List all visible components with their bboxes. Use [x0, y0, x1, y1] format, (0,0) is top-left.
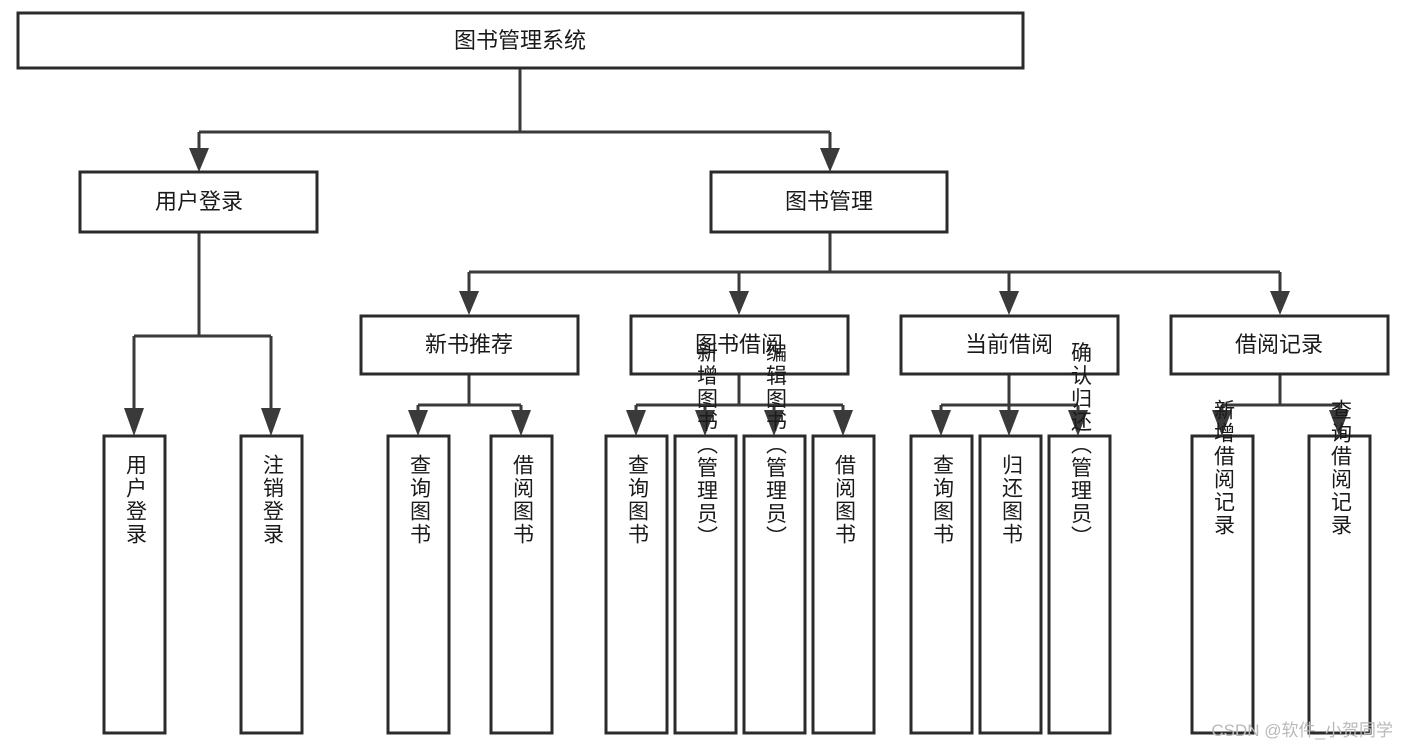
node-current-borrow-box[interactable]: [899, 314, 1120, 376]
connector-group-record: [1212, 374, 1349, 436]
watermark-text: CSDN @软件_小贺同学: [1211, 721, 1393, 740]
node-leaf-query-book-borrow-label: 查询图书: [626, 454, 650, 546]
arrow-icon-borrow-l1: [626, 410, 646, 436]
node-leaf-borrow-book-newbook-box[interactable]: [489, 434, 554, 735]
node-new-book-recommend[interactable]: 新书推荐: [359, 314, 580, 376]
node-leaf-borrow-book-borrow-label: 借阅图书: [833, 454, 857, 546]
node-root-system-box[interactable]: [16, 11, 1025, 70]
node-user-login-label: 用户登录: [155, 189, 243, 214]
arrow-icon-borrow-l2: [695, 410, 715, 436]
arrow-icon-login-l2: [261, 408, 281, 436]
node-leaf-query-borrow-record-box[interactable]: [1307, 434, 1372, 735]
arrow-icon-current-l1: [931, 410, 951, 436]
arrow-icon-newbook-l1: [408, 410, 428, 436]
node-user-login[interactable]: 用户登录: [78, 170, 319, 234]
arrow-icon-record-l1: [1212, 410, 1232, 436]
node-leaf-user-login-box[interactable]: [102, 434, 167, 735]
connector-group-bookmgmt: [459, 232, 1290, 315]
node-leaf-edit-book-admin-box[interactable]: [742, 434, 807, 735]
node-user-login-box[interactable]: [78, 170, 319, 234]
node-leaf-edit-book-admin[interactable]: 编辑图书（管理员）: [742, 342, 807, 735]
node-book-management-label: 图书管理: [785, 189, 873, 214]
connector-group-newbook: [408, 374, 531, 436]
arrow-icon-record-l2: [1329, 410, 1349, 436]
arrow-icon-borrow-l4: [833, 410, 853, 436]
connector-group-root: [189, 68, 840, 172]
node-new-book-recommend-box[interactable]: [359, 314, 580, 376]
node-borrow-record-box[interactable]: [1169, 314, 1390, 376]
node-leaf-borrow-book-newbook[interactable]: 借阅图书: [489, 434, 554, 735]
node-leaf-query-book-newbook[interactable]: 查询图书: [386, 434, 451, 735]
node-leaf-logout-label: 注销登录: [261, 454, 285, 546]
arrow-icon-bookmgmt-c4: [1270, 291, 1290, 315]
arrow-icon-newbook-l2: [511, 410, 531, 436]
node-new-book-recommend-label: 新书推荐: [425, 332, 513, 357]
node-leaf-query-borrow-record[interactable]: 查询借阅记录: [1307, 399, 1372, 735]
node-leaf-add-book-admin-box[interactable]: [673, 434, 738, 735]
node-leaf-query-book-current-label: 查询图书: [931, 454, 955, 546]
node-leaf-add-borrow-record-label: 新增借阅记录: [1212, 399, 1236, 537]
arrow-icon-current-l2: [999, 410, 1019, 436]
arrow-icon-bookmgmt-c2: [729, 291, 749, 315]
node-current-borrow[interactable]: 当前借阅: [899, 314, 1120, 376]
node-borrow-record[interactable]: 借阅记录: [1169, 314, 1390, 376]
node-book-management[interactable]: 图书管理: [709, 170, 949, 234]
arrow-icon-bookmgmt-c1: [459, 291, 479, 315]
arrow-icon-root-to-bookmgmt: [820, 148, 840, 172]
arrow-icon-borrow-l3: [764, 410, 784, 436]
arrow-icon-root-to-login: [189, 148, 209, 172]
node-leaf-logout[interactable]: 注销登录: [239, 434, 304, 735]
node-leaf-confirm-return-admin[interactable]: 确认归还（管理员）: [1047, 342, 1112, 735]
node-leaf-query-book-current-box[interactable]: [909, 434, 974, 735]
node-leaf-return-book-box[interactable]: [978, 434, 1043, 735]
node-leaf-query-book-newbook-box[interactable]: [386, 434, 451, 735]
node-leaf-query-book-newbook-label: 查询图书: [408, 454, 432, 546]
node-leaf-return-book-label: 归还图书: [1000, 454, 1024, 546]
node-current-borrow-label: 当前借阅: [965, 332, 1053, 357]
node-leaf-add-borrow-record-box[interactable]: [1190, 434, 1255, 735]
node-leaf-confirm-return-admin-box[interactable]: [1047, 434, 1112, 735]
arrow-icon-login-l1: [124, 408, 144, 436]
node-leaf-logout-box[interactable]: [239, 434, 304, 735]
node-book-management-box[interactable]: [709, 170, 949, 234]
node-leaf-borrow-book-borrow[interactable]: 借阅图书: [811, 434, 876, 735]
node-leaf-query-book-borrow[interactable]: 查询图书: [604, 434, 669, 735]
connector-group-borrow: [626, 374, 853, 436]
node-leaf-add-book-admin-label: 新增图书（管理员）: [695, 342, 719, 549]
node-leaf-query-book-borrow-box[interactable]: [604, 434, 669, 735]
node-leaf-borrow-book-borrow-box[interactable]: [811, 434, 876, 735]
node-book-borrow-box[interactable]: [629, 314, 850, 376]
node-leaf-user-login[interactable]: 用户登录: [102, 434, 167, 735]
node-leaf-borrow-book-newbook-label: 借阅图书: [511, 454, 535, 546]
node-borrow-record-label: 借阅记录: [1235, 332, 1323, 357]
node-leaf-query-borrow-record-label: 查询借阅记录: [1329, 399, 1353, 537]
node-root-system[interactable]: 图书管理系统: [16, 11, 1025, 70]
node-book-borrow-label: 图书借阅: [695, 332, 783, 357]
node-leaf-return-book[interactable]: 归还图书: [978, 434, 1043, 735]
node-root-system-label: 图书管理系统: [454, 28, 586, 53]
node-leaf-add-borrow-record[interactable]: 新增借阅记录: [1190, 399, 1255, 735]
node-leaf-query-book-current[interactable]: 查询图书: [909, 434, 974, 735]
node-leaf-edit-book-admin-label: 编辑图书（管理员）: [764, 342, 788, 549]
connector-group-current: [931, 374, 1088, 436]
connector-group-login: [124, 232, 281, 436]
node-leaf-user-login-label: 用户登录: [124, 454, 148, 546]
arrow-icon-current-l3: [1068, 410, 1088, 436]
node-leaf-add-book-admin[interactable]: 新增图书（管理员）: [673, 342, 738, 735]
node-book-borrow[interactable]: 图书借阅: [629, 314, 850, 376]
arrow-icon-bookmgmt-c3: [999, 291, 1019, 315]
node-leaf-confirm-return-admin-label: 确认归还（管理员）: [1069, 342, 1093, 549]
